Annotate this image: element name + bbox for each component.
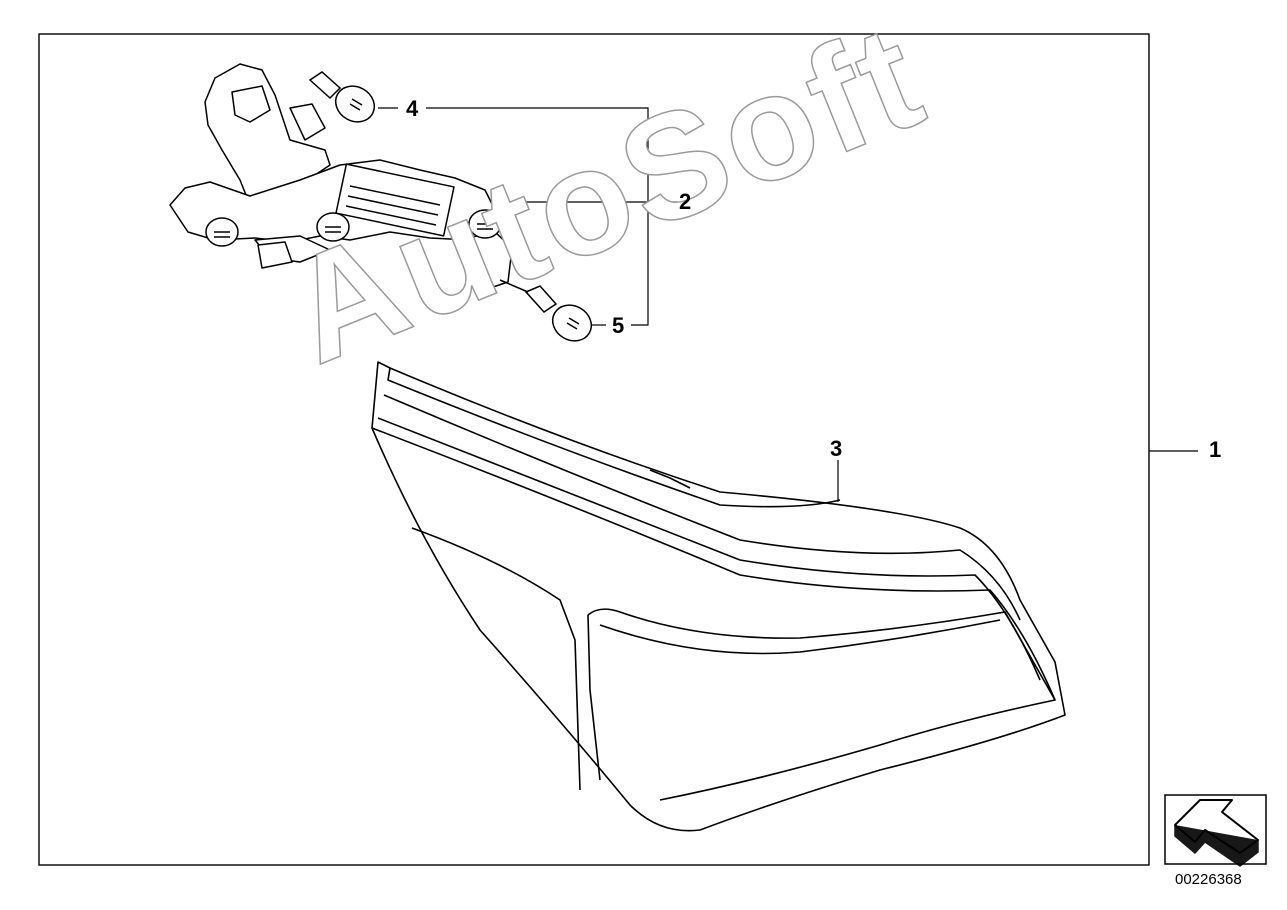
diagram-frame — [38, 33, 1150, 866]
bulb-4-base — [308, 71, 342, 100]
lens-inner-panel — [587, 608, 1056, 801]
bulb-4-filament — [349, 98, 363, 111]
bulb-right-filament — [477, 223, 493, 230]
holder-detail-1 — [349, 185, 441, 206]
callout-4: 4 — [406, 96, 419, 121]
tail-light-housing — [371, 361, 1066, 832]
holder-left-tab — [257, 241, 293, 269]
bulb-5-glass — [551, 304, 593, 342]
document-number: 00226368 — [1175, 871, 1242, 888]
housing-top-edge — [387, 367, 841, 508]
bulb-center-filament — [325, 226, 341, 233]
holder-connector-plate — [335, 163, 455, 237]
holder-upper-socket — [231, 85, 271, 123]
bulb-5-base — [524, 285, 558, 313]
holder-right-connector — [467, 231, 513, 289]
holder-detail-3 — [345, 205, 437, 226]
housing-flange-1 — [383, 394, 1021, 621]
bulb-4-glass — [334, 85, 376, 123]
callout-2: 2 — [679, 189, 692, 214]
back-arrow-icon-shadow — [1174, 825, 1259, 867]
bulb-left-filament — [214, 231, 230, 238]
bulb-part-5 — [499, 279, 593, 342]
housing-connector-tab — [649, 469, 691, 489]
lens-inner-upper — [411, 527, 581, 791]
bulb-holder-assembly — [169, 63, 513, 289]
leader-lines — [378, 107, 1198, 502]
bulb-part-4 — [308, 71, 376, 123]
back-arrow-icon[interactable] — [1164, 794, 1267, 867]
lens-inner-curve — [599, 619, 1001, 655]
holder-center-socket — [289, 103, 326, 141]
bulb-5-wire — [499, 279, 529, 293]
callout-1: 1 — [1209, 437, 1222, 462]
holder-bulbs — [205, 209, 502, 247]
housing-flange-3 — [371, 427, 1056, 701]
holder-detail-2 — [347, 195, 439, 216]
leader-4-5-bracket — [426, 107, 649, 326]
bulb-5-filament — [566, 317, 580, 330]
housing-flange-2 — [377, 417, 1041, 681]
lens-inner-left — [587, 614, 601, 781]
callout-3: 3 — [830, 436, 843, 461]
callout-5: 5 — [612, 313, 625, 338]
housing-outer-outline — [371, 361, 1066, 832]
